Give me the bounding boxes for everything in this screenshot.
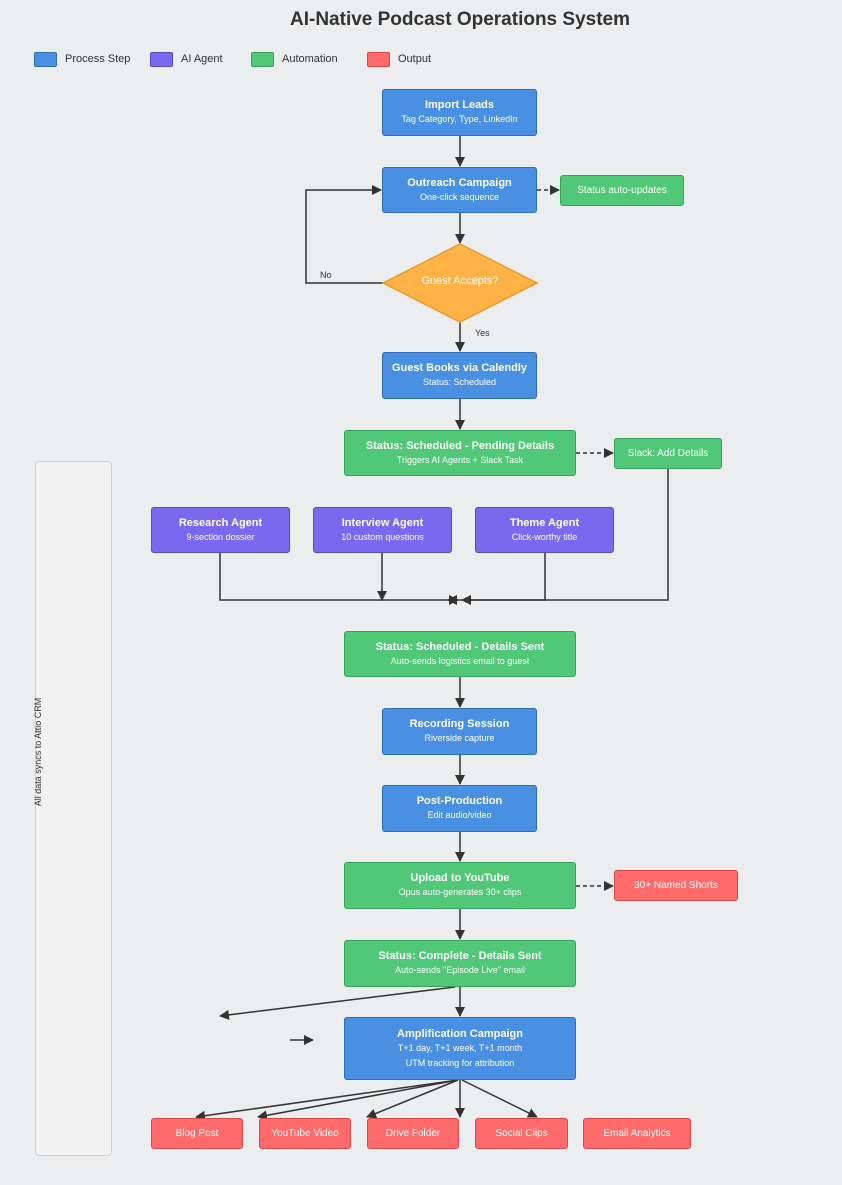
legend-agent-swatch (150, 51, 173, 67)
node-pending-sub: Triggers AI Agents + Slack Task (396, 454, 524, 465)
node-upload: Upload to YouTube Opus auto-generates 30… (344, 862, 576, 909)
legend-automation: Automation (251, 50, 338, 68)
legend-agent-label: AI Agent (181, 53, 223, 65)
edge-complete-sidebar (219, 986, 456, 1020)
node-amplify-sub: T+1 day, T+1 week, T+1 month (397, 1042, 523, 1053)
edge-amplify-drive (366, 1079, 459, 1119)
diagram-title: AI-Native Podcast Operations System (290, 9, 630, 30)
decision-diamond (381, 243, 539, 323)
edge-amplify-blog (195, 1079, 459, 1121)
node-recording: Recording Session Riverside capture (382, 708, 537, 755)
node-theme-title: Theme Agent (509, 516, 580, 529)
node-social-title: Social Clips (495, 1127, 548, 1139)
node-interview-title: Interview Agent (341, 516, 424, 529)
node-details-sent: Status: Scheduled - Details Sent Auto-se… (344, 631, 576, 677)
node-status-auto-title: Status auto-updates (577, 184, 667, 196)
node-youtube-title: YouTube Video (271, 1127, 339, 1139)
node-shorts-title: 30+ Named Shorts (634, 879, 718, 891)
node-complete-title: Status: Complete - Details Sent (378, 950, 542, 962)
node-post-production: Post-Production Edit audio/video (382, 785, 537, 832)
node-social: Social Clips (475, 1118, 568, 1149)
legend-output-label: Output (398, 53, 432, 65)
node-outreach-sub: One-click sequence (419, 191, 500, 202)
node-research-agent: Research Agent 9-section dossier (151, 507, 290, 553)
legend-agent: AI Agent (150, 50, 223, 68)
node-upload-title: Upload to YouTube (410, 872, 510, 884)
node-slack-title: Slack: Add Details (627, 447, 709, 459)
legend-automation-swatch (251, 51, 274, 67)
edge-slack-merge (461, 469, 669, 605)
node-calendly: Guest Books via Calendly Status: Schedul… (382, 352, 537, 399)
node-theme-agent: Theme Agent Click-worthy title (475, 507, 614, 553)
node-interview-agent: Interview Agent 10 custom questions (313, 507, 452, 553)
node-drive: Drive Folder (367, 1118, 459, 1149)
node-details-sent-title: Status: Scheduled - Details Sent (375, 640, 545, 653)
node-email-title: Email Analytics (603, 1127, 671, 1139)
node-upload-sub: Opus auto-generates 30+ clips (398, 887, 522, 897)
node-recording-sub: Riverside capture (424, 733, 495, 743)
node-slack: Slack: Add Details (614, 438, 722, 469)
edge-amplify-youtube (257, 1079, 459, 1121)
edge-theme-merge (447, 553, 546, 605)
node-recording-title: Recording Session (409, 718, 510, 730)
node-outreach: Outreach Campaign One-click sequence (382, 167, 537, 213)
node-pending-title: Status: Scheduled - Pending Details (365, 439, 555, 452)
edge-label-yes: Yes (475, 328, 490, 338)
node-drive-title: Drive Folder (385, 1127, 441, 1139)
edge-research-merge (219, 553, 459, 605)
node-interview-sub: 10 custom questions (341, 531, 424, 542)
node-post-sub: Edit audio/video (427, 810, 492, 820)
legend-automation-label: Automation (282, 53, 338, 65)
edge-decision-no (305, 185, 383, 284)
node-complete: Status: Complete - Details Sent Auto-sen… (344, 940, 576, 987)
decision-label: Guest Accepts? (421, 275, 499, 287)
node-amplify-sub2: UTM tracking for attribution (405, 1057, 515, 1068)
node-complete-sub: Auto-sends "Episode Live" email (395, 965, 525, 975)
edge-amplify-social (461, 1079, 538, 1118)
legend-output-swatch (367, 51, 390, 67)
node-blog: Blog Post (151, 1118, 243, 1149)
node-import-leads-title: Import Leads (424, 99, 495, 111)
legend-process-label: Process Step (65, 53, 131, 65)
node-research-sub: 9-section dossier (186, 531, 255, 542)
node-calendly-sub: Status: Scheduled (422, 377, 497, 387)
node-import-leads: Import Leads Tag Category, Type, LinkedI… (382, 89, 537, 136)
node-amplify-title: Amplification Campaign (397, 1027, 523, 1040)
node-pending: Status: Scheduled - Pending Details Trig… (344, 430, 576, 476)
node-blog-title: Blog Post (175, 1127, 219, 1139)
node-youtube: YouTube Video (259, 1118, 351, 1149)
node-outreach-title: Outreach Campaign (407, 176, 512, 189)
node-theme-sub: Click-worthy title (511, 531, 578, 542)
legend-output: Output (367, 50, 431, 68)
node-calendly-title: Guest Books via Calendly (391, 362, 528, 374)
node-shorts: 30+ Named Shorts (614, 870, 738, 901)
node-research-title: Research Agent (178, 516, 263, 529)
legend-process-swatch (34, 51, 57, 67)
crm-sidebar (35, 461, 112, 1156)
node-amplify: Amplification Campaign T+1 day, T+1 week… (344, 1017, 576, 1080)
node-post-title: Post-Production (416, 795, 503, 807)
node-email: Email Analytics (583, 1118, 691, 1149)
edge-label-no: No (320, 270, 332, 280)
node-status-auto: Status auto-updates (560, 175, 684, 206)
node-details-sent-sub: Auto-sends logistics email to guest (390, 655, 530, 666)
node-import-leads-sub: Tag Category, Type, LinkedIn (401, 114, 518, 124)
legend-process: Process Step (34, 50, 130, 68)
